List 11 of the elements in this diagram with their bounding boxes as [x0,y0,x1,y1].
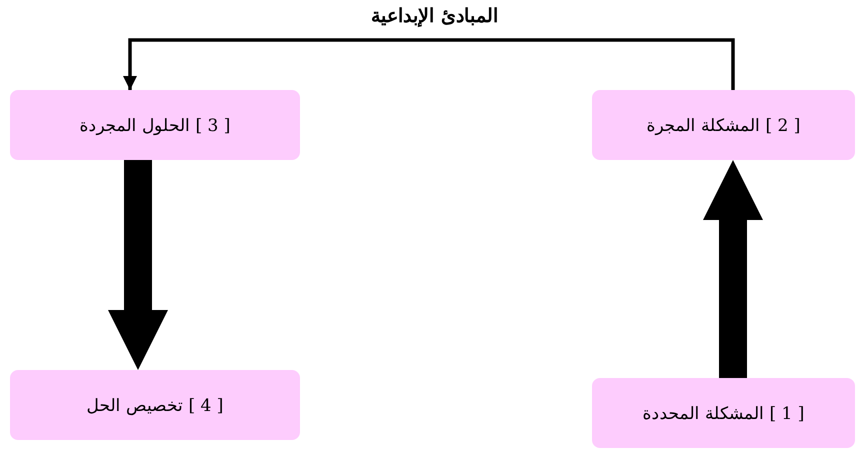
process-box [10,370,300,440]
box-label: [ 3 ] الحلول المجردة [80,114,230,136]
process-box [592,378,855,448]
connector-arrow [123,38,735,90]
block-arrow [703,160,763,378]
box-label: [ 1 ] المشكلة المحددة [642,402,804,424]
process-box [592,90,855,160]
process-box [10,90,300,160]
box-label: [ 2 ] المشكلة المجرة [646,114,800,136]
box-label: [ 4 ] تخصيص الحل [86,394,224,416]
block-arrow [108,160,168,370]
